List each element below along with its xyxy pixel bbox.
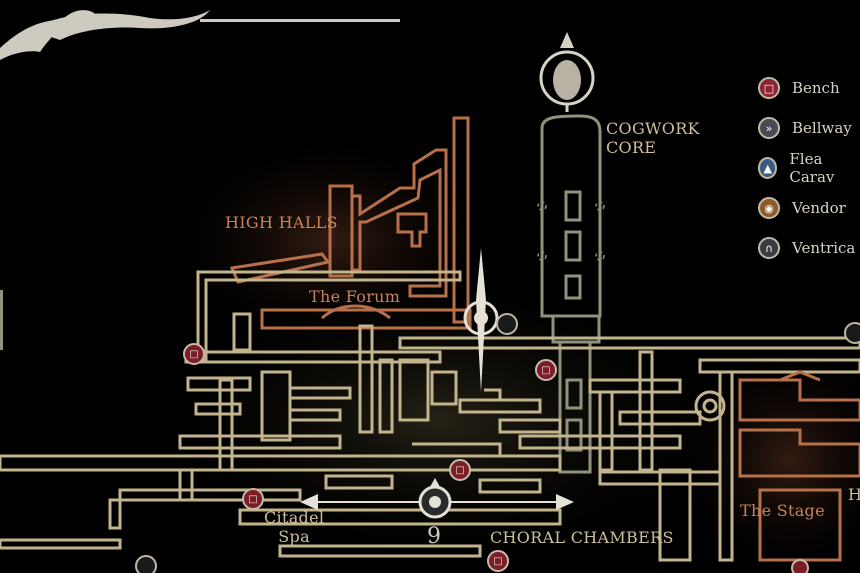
region-label-choral-chambers: CHORAL CHAMBERS — [490, 528, 674, 547]
bench-map-icon[interactable]: □ — [449, 459, 471, 481]
cogwork-core-tower — [540, 114, 602, 474]
ventrica-map-icon[interactable] — [844, 322, 860, 344]
region-label-cogwork-core: COGWORK CORE — [606, 119, 700, 157]
flea-caravan-icon: ▲ — [758, 157, 778, 179]
cogwork-core-emblem — [539, 32, 595, 112]
bellway-icon: » — [758, 117, 780, 139]
legend-label: Bench — [792, 79, 840, 97]
ornament-flourish — [0, 10, 400, 60]
legend-item-bellway[interactable]: » Bellway — [758, 108, 860, 148]
legend-label: Ventrica — [792, 239, 856, 257]
map-marker-count: 9 — [427, 524, 441, 549]
region-label-high-halls: HIGH HALLS — [225, 213, 338, 232]
legend-label: Vendor — [792, 199, 846, 217]
bench-map-icon[interactable] — [791, 559, 809, 573]
bench-map-icon[interactable]: □ — [183, 343, 205, 365]
legend-item-vendor[interactable]: ◉ Vendor — [758, 188, 860, 228]
region-label-the-stage: The Stage — [740, 501, 825, 520]
bench-map-icon[interactable]: □ — [487, 550, 509, 572]
map-legend: □ Bench » Bellway ▲ Flea Carav ◉ Vendor … — [758, 68, 860, 268]
legend-item-flea-caravan[interactable]: ▲ Flea Carav — [758, 148, 860, 188]
region-label-partial: H — [848, 485, 860, 504]
ventrica-icon: ∩ — [758, 237, 780, 259]
legend-item-bench[interactable]: □ Bench — [758, 68, 860, 108]
tower-details — [537, 201, 605, 261]
vendor-icon: ◉ — [758, 197, 780, 219]
stage-glow — [670, 340, 860, 573]
bench-icon: □ — [758, 77, 780, 99]
region-label-citadel-spa: Citadel Spa — [264, 508, 325, 546]
player-compass-marker — [463, 248, 518, 392]
legend-label: Bellway — [792, 119, 852, 137]
ventrica-map-icon[interactable] — [135, 555, 157, 573]
bench-map-icon[interactable]: □ — [535, 359, 557, 381]
map-edge-marker — [0, 290, 3, 350]
legend-item-ventrica[interactable]: ∩ Ventrica — [758, 228, 860, 268]
map-navigation-cursor[interactable] — [300, 478, 574, 519]
bench-map-icon[interactable]: □ — [242, 488, 264, 510]
legend-label: Flea Carav — [789, 150, 835, 186]
the-stage-area — [738, 370, 860, 562]
region-label-the-forum: The Forum — [309, 287, 401, 306]
high-halls-area — [229, 116, 472, 330]
citadel-structure — [0, 270, 860, 562]
